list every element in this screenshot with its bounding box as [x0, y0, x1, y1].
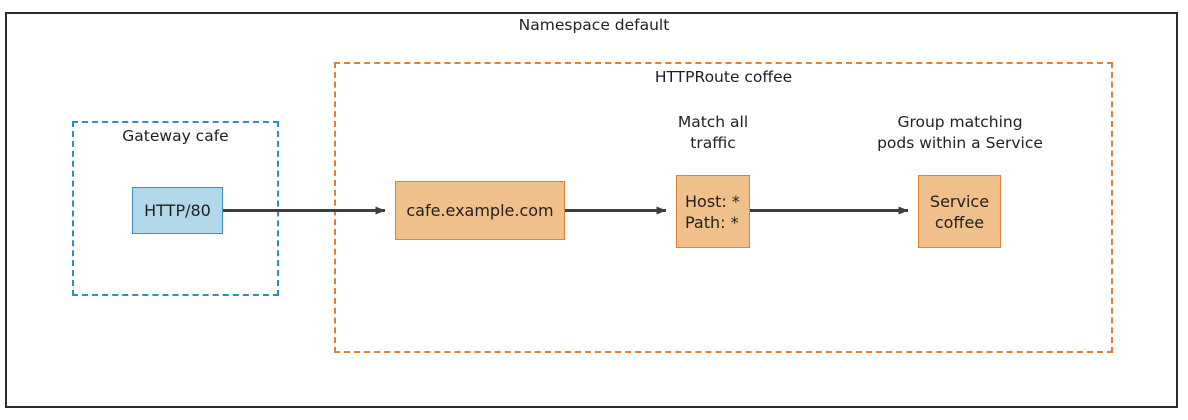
listener-node-label: HTTP/80 [144, 201, 211, 220]
match-node[interactable]: Host: * Path: * [676, 175, 750, 248]
service-caption-line2: pods within a Service [877, 134, 1043, 152]
match-node-path-line: Path: * [685, 212, 739, 232]
service-node[interactable]: Service coffee [918, 175, 1001, 248]
listener-node-http80[interactable]: HTTP/80 [132, 187, 223, 234]
match-caption-line2: traffic [690, 134, 736, 152]
httproute-container [334, 62, 1113, 353]
match-node-host-line: Host: * [685, 191, 740, 211]
hostname-node[interactable]: cafe.example.com [395, 181, 565, 240]
service-caption: Group matching pods within a Service [870, 112, 1050, 154]
service-caption-line1: Group matching [897, 113, 1023, 131]
gateway-container [72, 121, 279, 296]
match-caption-line1: Match all [677, 113, 749, 131]
httproute-label: HTTPRoute coffee [654, 68, 793, 86]
gateway-label: Gateway cafe [122, 127, 229, 145]
hostname-node-label: cafe.example.com [406, 201, 554, 220]
match-caption: Match all traffic [648, 112, 778, 154]
namespace-container [5, 12, 1178, 408]
service-node-line2: coffee [934, 212, 985, 232]
service-node-line1: Service [929, 191, 990, 211]
namespace-label: Namespace default [518, 16, 670, 34]
